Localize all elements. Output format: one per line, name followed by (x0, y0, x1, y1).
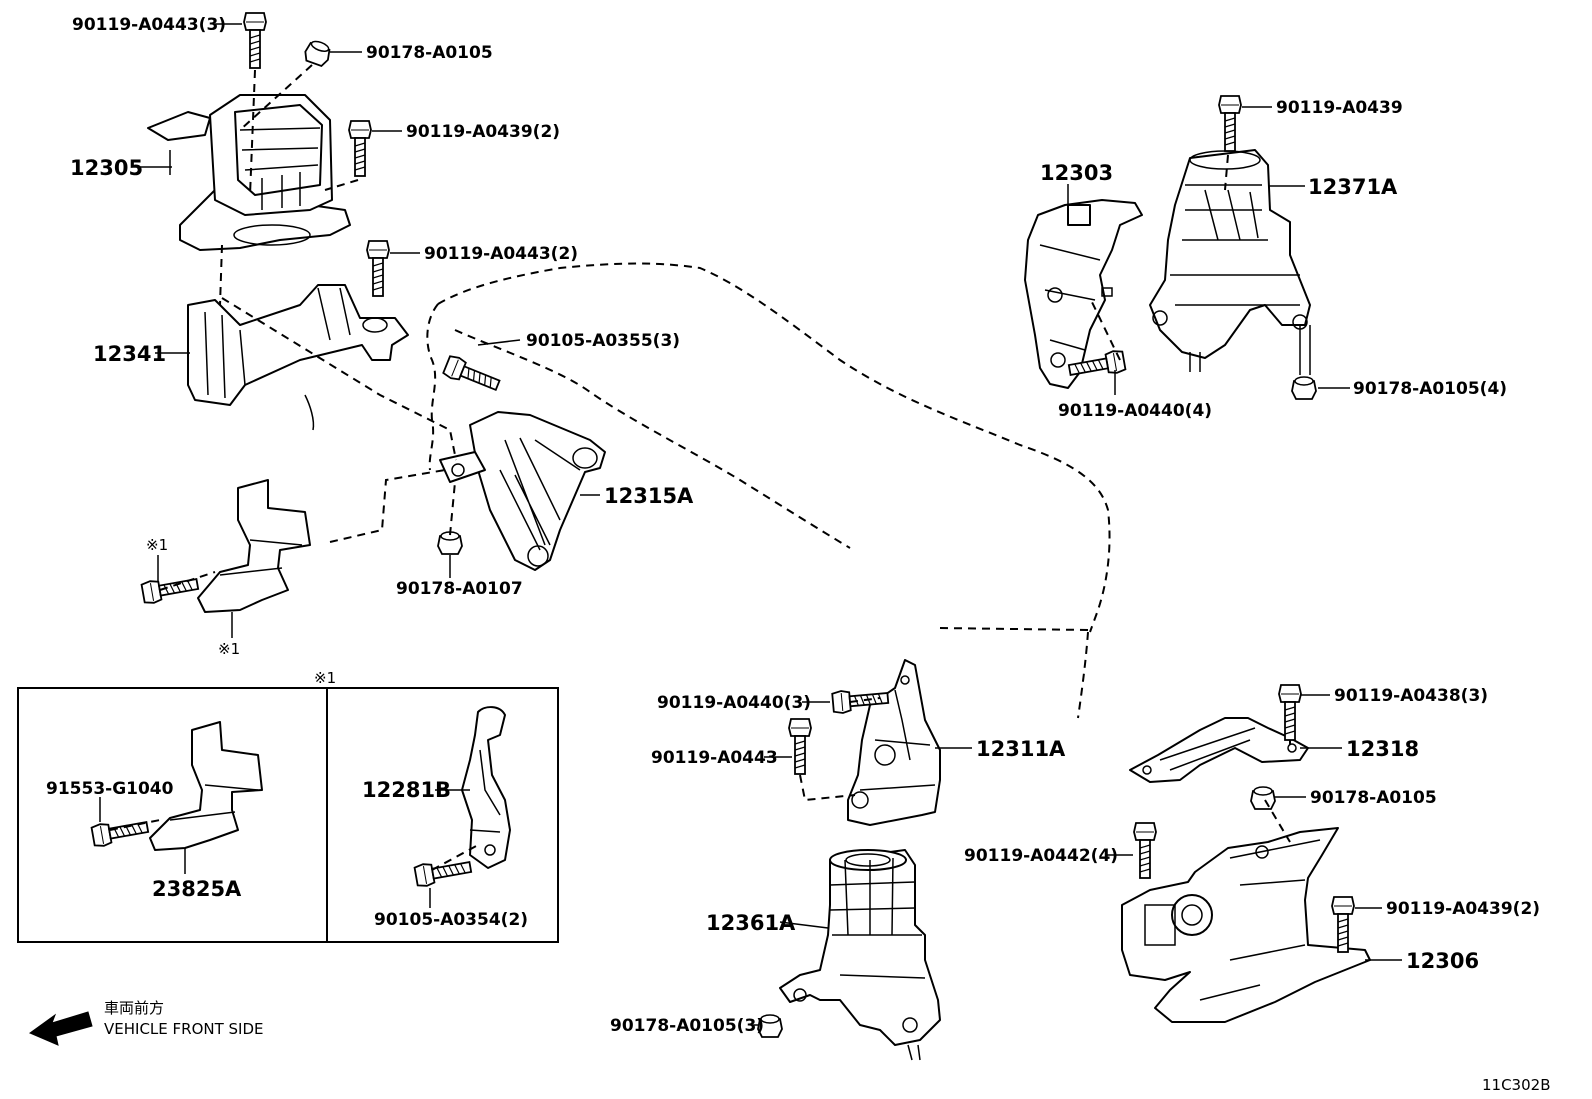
label-star1-bottom: ※1 (218, 640, 240, 658)
direction-label-english: VEHICLE FRONT SIDE (104, 1020, 264, 1038)
assembly-line-3 (324, 179, 359, 191)
mount-12371A (1149, 149, 1311, 375)
nut-90178-A0105-top (301, 37, 334, 69)
assembly-line-6 (449, 481, 456, 536)
assembly-line-16 (431, 844, 479, 871)
label-90105-A0355-3: 90105-A0355(3) (526, 331, 680, 351)
label-90178-A0105-3: 90178-A0105(3) (610, 1016, 764, 1036)
label-90119-A0443-3: 90119-A0443(3) (72, 15, 226, 35)
mount-12306 (1121, 827, 1371, 1023)
label-12311A: 12311A (976, 737, 1066, 761)
assembly-line-1 (249, 69, 256, 196)
label-90119-A0442-4: 90119-A0442(4) (964, 846, 1118, 866)
assembly-line-9 (1224, 154, 1229, 191)
label-91553-G1040: 91553-G1040 (46, 779, 174, 799)
engine-mount-12305 (147, 94, 351, 251)
bracket-12281B-inset (461, 706, 511, 869)
label-90119-A0438-3: 90119-A0438(3) (1334, 686, 1488, 706)
inset-frame (17, 687, 559, 943)
label-90178-A0105-right: 90178-A0105 (1310, 788, 1437, 808)
bolt-star1-left (140, 572, 201, 606)
assembly-line-8 (159, 571, 216, 591)
engine-outline-bottom (939, 627, 1089, 719)
label-90119-A0439-2-top: 90119-A0439(2) (406, 122, 560, 142)
label-12303: 12303 (1040, 161, 1113, 185)
engine-outline (437, 262, 1111, 633)
label-12341: 12341 (93, 342, 166, 366)
assembly-line-7 (329, 469, 446, 543)
assembly-line-15 (109, 819, 161, 831)
label-23825A: 23825A (152, 877, 242, 901)
label-90119-A0443: 90119-A0443 (651, 748, 778, 768)
nut-90178-A0107 (437, 531, 463, 555)
label-12371A: 12371A (1308, 175, 1398, 199)
leader-a0355 (477, 339, 521, 346)
bolt-90119-A0439-2-top (348, 120, 372, 177)
bracket-12303 (1024, 199, 1143, 389)
assembly-line-2 (239, 64, 313, 131)
assembly-line-4 (219, 244, 223, 306)
label-12318: 12318 (1346, 737, 1419, 761)
bolt-90119-A0443-3 (243, 12, 267, 69)
assembly-line-10 (1089, 297, 1121, 361)
assembly-line-11 (849, 697, 881, 703)
label-90105-A0354-2: 90105-A0354(2) (374, 910, 528, 930)
label-12281B: 12281B (362, 778, 451, 802)
bracket-12341 (187, 284, 409, 431)
bolt-90119-A0439-2-right (1331, 896, 1355, 953)
label-12361A: 12361A (706, 911, 796, 935)
label-90119-A0439-2-right: 90119-A0439(2) (1386, 899, 1540, 919)
bolt-90119-A0442-4 (1133, 822, 1157, 879)
bolt-90119-A0439 (1218, 95, 1242, 152)
label-12315A: 12315A (604, 484, 694, 508)
mount-12361A (779, 849, 941, 1061)
label-star1-top: ※1 (146, 536, 168, 554)
label-star1-inset: ※1 (314, 669, 336, 687)
bracket-12318 (1129, 717, 1309, 783)
label-12305: 12305 (70, 156, 143, 180)
vehicle-front-arrow-icon (28, 1011, 93, 1046)
bracket-12311A (847, 659, 941, 826)
bracket-23825A-inset (149, 721, 263, 851)
label-90178-A0107: 90178-A0107 (396, 579, 523, 599)
engine-outline-lower (454, 329, 851, 549)
label-90119-A0439: 90119-A0439 (1276, 98, 1403, 118)
assembly-line-5 (221, 297, 457, 461)
label-12306: 12306 (1406, 949, 1479, 973)
bolt-90105-A0354-2 (413, 855, 474, 889)
bracket-12315A (439, 411, 606, 571)
bracket-23825A-main (197, 479, 311, 613)
nut-90178-A0105-right (1250, 786, 1276, 810)
engine-outline-left (426, 303, 439, 471)
bolt-90119-A0438-3 (1278, 684, 1302, 741)
label-90178-A0105-top: 90178-A0105 (366, 43, 493, 63)
label-90119-A0440-4: 90119-A0440(4) (1058, 401, 1212, 421)
nut-90178-A0105-4 (1291, 376, 1317, 400)
direction-label-japanese: 車両前方 (104, 999, 164, 1017)
diagram-id: 11C302B (1482, 1076, 1550, 1094)
bolt-90119-A0443-2 (366, 240, 390, 297)
label-90178-A0105-4: 90178-A0105(4) (1353, 379, 1507, 399)
leader-12361A (779, 921, 829, 929)
bolt-90119-A0443 (788, 718, 812, 775)
label-90119-A0440-3: 90119-A0440(3) (657, 693, 811, 713)
assembly-line-12 (799, 774, 856, 802)
label-90119-A0443-2: 90119-A0443(2) (424, 244, 578, 264)
bolt-90105-A0355 (441, 353, 503, 397)
